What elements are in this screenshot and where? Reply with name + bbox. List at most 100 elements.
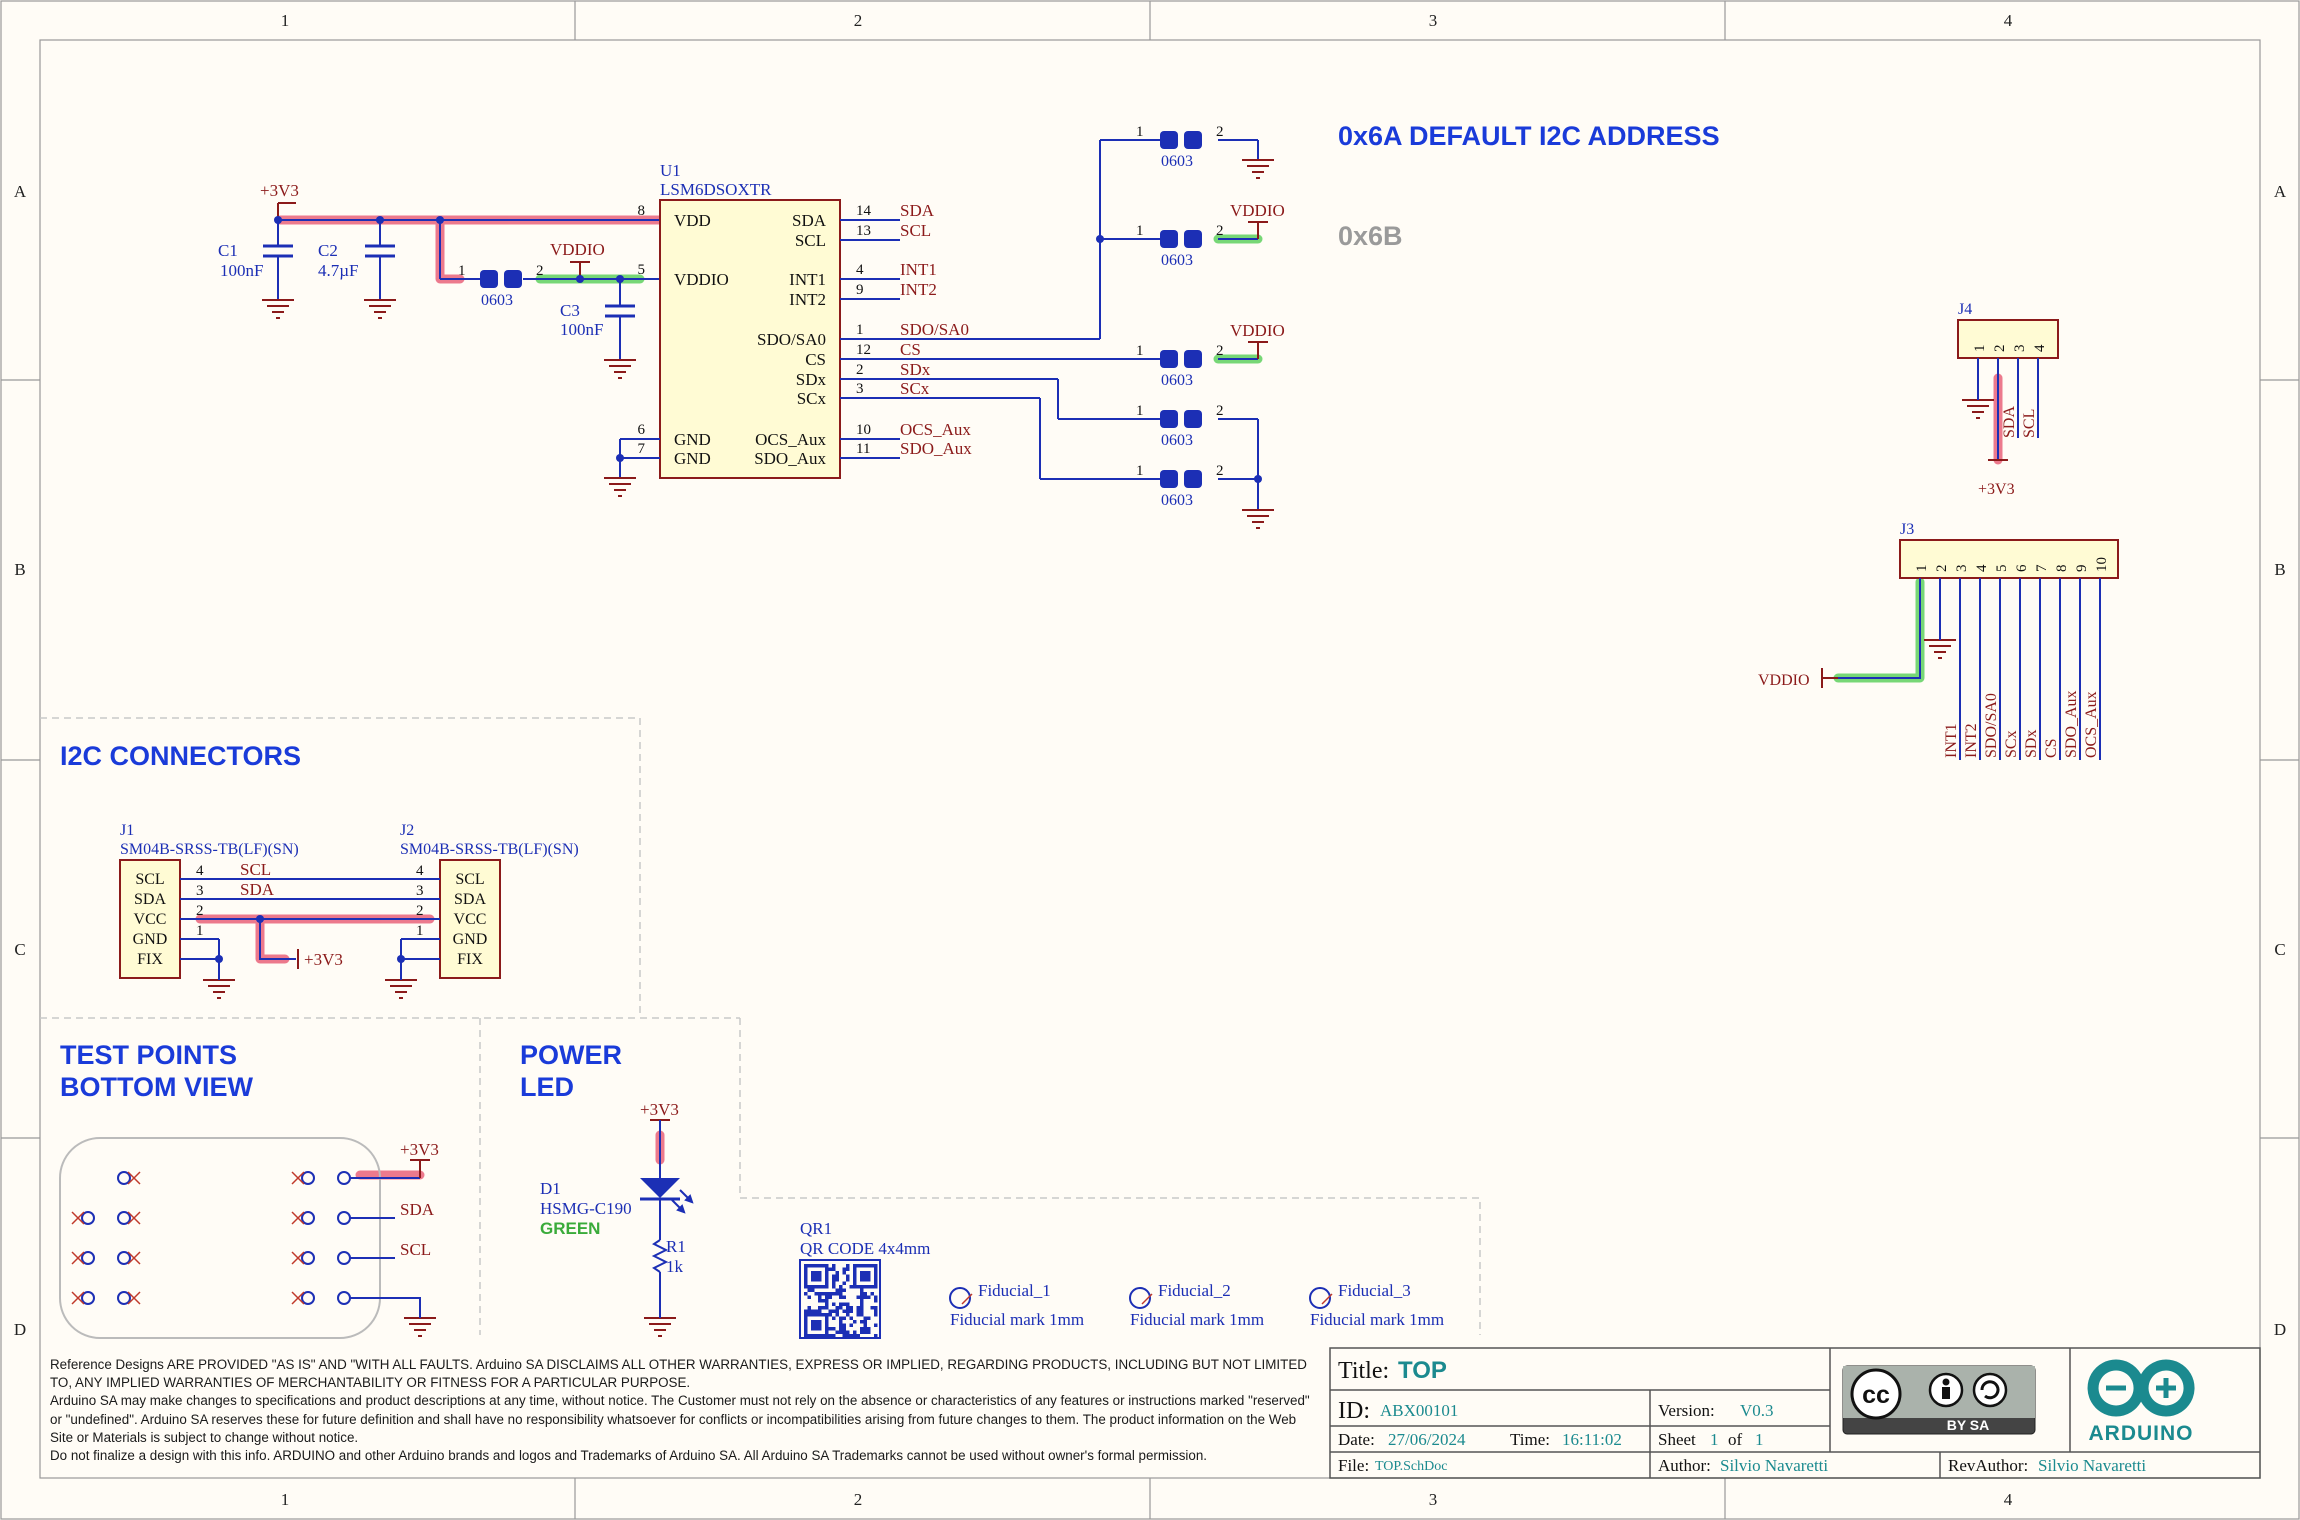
j2-pin-number: 4 bbox=[416, 863, 424, 879]
j4-power-label: +3V3 bbox=[1978, 481, 2015, 498]
vddio-net-label: VDDIO bbox=[550, 240, 605, 259]
license-text: BY SA bbox=[1947, 1417, 1990, 1433]
u1-pin-number: 12 bbox=[856, 342, 871, 358]
arduino-logo-text: ARDUINO bbox=[2089, 1422, 2194, 1445]
ground-icon bbox=[203, 979, 235, 999]
jumper-pin: 1 bbox=[1136, 463, 1144, 479]
u1-pin-name: OCS_Aux bbox=[755, 430, 826, 449]
j3-net-label: SDO_Aux bbox=[2063, 690, 2080, 758]
frame-col-label: 1 bbox=[281, 11, 290, 30]
fiducial-desc: Fiducial mark 1mm bbox=[1310, 1310, 1444, 1329]
id-label: ID: bbox=[1338, 1398, 1370, 1424]
version-label: Version: bbox=[1658, 1401, 1715, 1420]
sheet-label: Sheet bbox=[1658, 1430, 1696, 1449]
sheet-number: 1 bbox=[1710, 1430, 1719, 1449]
j2-pin-name: GND bbox=[453, 931, 488, 948]
u1-pin-number: 2 bbox=[856, 362, 864, 378]
jumper bbox=[1160, 470, 1202, 488]
frame-row-label: B bbox=[2274, 560, 2285, 579]
u1-pin-name: SDx bbox=[796, 370, 827, 389]
u1-pin-name: SDA bbox=[792, 211, 827, 230]
u1-pin-name: VDDIO bbox=[674, 270, 729, 289]
c1-value: 100nF bbox=[220, 261, 263, 280]
j1-connector: SCL SDA VCC GND FIX J1 SM04B-SRSS-TB(LF)… bbox=[119, 822, 299, 979]
testpoint-scl-label: SCL bbox=[400, 1240, 431, 1259]
j3-power-label: VDDIO bbox=[1758, 672, 1810, 689]
u1-pin-number: 1 bbox=[856, 322, 864, 338]
qr-code-icon bbox=[804, 1264, 878, 1338]
revauthor-value: Silvio Navaretti bbox=[2038, 1456, 2146, 1475]
j1-ref: J1 bbox=[120, 822, 134, 839]
time-value: 16:11:02 bbox=[1562, 1430, 1622, 1449]
vddio-net-label: VDDIO bbox=[1230, 201, 1285, 220]
jumper-pin: 2 bbox=[1216, 463, 1224, 479]
version-value: V0.3 bbox=[1740, 1401, 1774, 1420]
j3-connector: 1 2 3 4 5 6 7 8 9 10 INT1 INT2 SDO/SA0 S… bbox=[1758, 521, 2119, 760]
j3-net-label: OCS_Aux bbox=[2083, 691, 2100, 758]
j3-pin: 4 bbox=[1974, 564, 1990, 572]
j3-net-label: INT1 bbox=[1943, 723, 1960, 758]
testpoint-sda-label: SDA bbox=[400, 1200, 435, 1219]
disclaimer-paragraph: Arduino SA may make changes to specifica… bbox=[50, 1393, 1310, 1445]
i2c-net-label: SCL bbox=[240, 860, 271, 879]
jumper-pin: 1 bbox=[1136, 403, 1144, 419]
test-points-heading-line2: BOTTOM VIEW bbox=[60, 1072, 254, 1102]
led-ref: D1 bbox=[540, 1179, 561, 1198]
j4-pin: 1 bbox=[1972, 345, 1988, 353]
j2-pin-name: SCL bbox=[455, 871, 484, 888]
jumper-pin: 1 bbox=[458, 263, 466, 279]
frame-col-label: 2 bbox=[854, 11, 863, 30]
jumper bbox=[1160, 131, 1202, 149]
jumper bbox=[480, 270, 522, 288]
u1-pin-number: 6 bbox=[638, 422, 646, 438]
led-power-label: +3V3 bbox=[640, 1100, 679, 1119]
power-led-heading-line2: LED bbox=[520, 1072, 574, 1102]
vddio-net-label: VDDIO bbox=[1230, 321, 1285, 340]
led-icon bbox=[640, 1178, 680, 1198]
qr-ref: QR1 bbox=[800, 1219, 832, 1238]
u1-net-label: SDA bbox=[900, 201, 935, 220]
u1-pin-name: VDD bbox=[674, 211, 711, 230]
v3-net-label: +3V3 bbox=[260, 181, 299, 200]
jumper-pin: 2 bbox=[1216, 403, 1224, 419]
u1-pin-number: 8 bbox=[638, 203, 646, 219]
i2c-net-labels: SCL SDA +3V3 bbox=[240, 860, 343, 969]
alt-address-heading: 0x6B bbox=[1338, 221, 1403, 251]
file-label: File: bbox=[1338, 1456, 1369, 1475]
capacitor-symbols bbox=[263, 244, 635, 318]
disclaimer-paragraph: Do not finalize a design with this info.… bbox=[50, 1448, 1208, 1464]
u1-pin-number: 10 bbox=[856, 422, 871, 438]
j3-pin: 2 bbox=[1934, 565, 1950, 573]
j2-pin-number: 3 bbox=[416, 883, 424, 899]
frame-col-label: 4 bbox=[2004, 11, 2013, 30]
led-color: GREEN bbox=[540, 1219, 600, 1238]
svg-text:cc: cc bbox=[1862, 1381, 1890, 1409]
j2-part: SM04B-SRSS-TB(LF)(SN) bbox=[400, 841, 579, 858]
author-value: Silvio Navaretti bbox=[1720, 1456, 1828, 1475]
j1-pin-number: 2 bbox=[196, 903, 204, 919]
jumper bbox=[1160, 350, 1202, 368]
j1-pin-name: VCC bbox=[134, 911, 167, 928]
u1-pin-name: INT2 bbox=[789, 290, 826, 309]
ground-icon bbox=[604, 477, 636, 497]
resistor-ref: R1 bbox=[666, 1237, 686, 1256]
jumper-size-label: 0603 bbox=[1161, 153, 1193, 170]
frame-col-label: 3 bbox=[1429, 11, 1438, 30]
j3-pin: 7 bbox=[2034, 564, 2050, 572]
frame-row-label: C bbox=[14, 940, 25, 959]
u1-pin-number: 3 bbox=[856, 381, 864, 397]
u1-pin-name: SDO/SA0 bbox=[757, 330, 826, 349]
jumper bbox=[1160, 230, 1202, 248]
j3-pin: 5 bbox=[1994, 565, 2010, 573]
u1-pin-name: GND bbox=[674, 430, 711, 449]
resistor-value: 1k bbox=[666, 1257, 684, 1276]
frame-row-label: D bbox=[2274, 1320, 2286, 1339]
file-value: TOP.SchDoc bbox=[1375, 1459, 1447, 1474]
jumper-pin: 1 bbox=[1136, 223, 1144, 239]
j1-pin-name: SCL bbox=[135, 871, 164, 888]
sheet-title: TOP bbox=[1398, 1357, 1447, 1384]
jumper-size-label: 0603 bbox=[1161, 252, 1193, 269]
u1-pin-number: 7 bbox=[638, 441, 646, 457]
j2-pin-name: SDA bbox=[454, 891, 486, 908]
j1-pin-name: SDA bbox=[134, 891, 166, 908]
